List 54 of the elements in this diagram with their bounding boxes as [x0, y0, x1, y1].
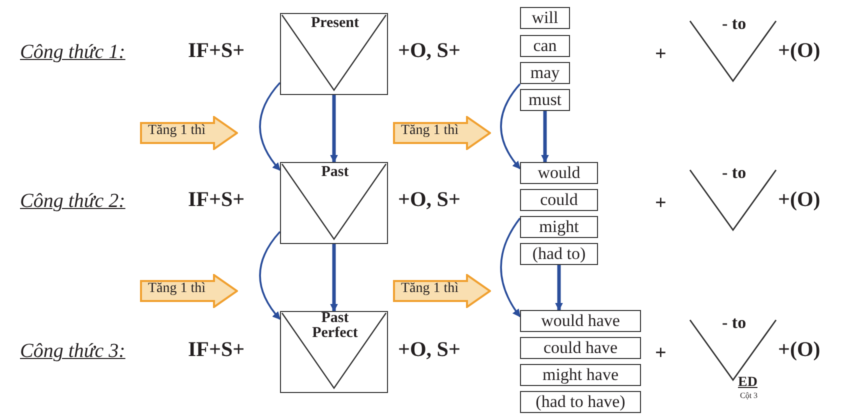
down-arrow [555, 265, 563, 311]
tense-shift-arrow [393, 274, 491, 308]
curved-arrow [500, 83, 521, 170]
tense-label: Present [310, 16, 360, 31]
tense-shift-arrow [140, 274, 238, 308]
curved-arrow [259, 82, 281, 171]
modal-verb-box: must [520, 89, 570, 111]
down-arrow [330, 95, 338, 163]
verb-form-text: - to [722, 164, 746, 183]
arrow-text: Tăng 1 thì [401, 281, 459, 297]
modal-verb-box: might [520, 216, 598, 238]
curved-arrow [500, 218, 521, 318]
tense-box [280, 311, 388, 393]
plus-sign: + [655, 192, 666, 214]
column-note: Cột 3 [740, 392, 758, 401]
modal-verb-box: could have [520, 337, 641, 359]
plus-sign: + [655, 342, 666, 364]
arrow-text: Tăng 1 thì [148, 281, 206, 297]
tense-label: Past Perfect [311, 311, 359, 341]
arrow-text: Tăng 1 thì [401, 123, 459, 139]
modal-verb-box: may [520, 62, 570, 84]
modal-verb-box: would [520, 162, 598, 184]
down-arrow [330, 244, 338, 312]
modal-verb-box: would have [520, 310, 641, 332]
object-text: +(O) [778, 188, 820, 212]
condition-text: IF+S+ [188, 338, 245, 362]
tense-shift-arrow [393, 116, 491, 150]
modal-verb-box: (had to) [520, 243, 598, 265]
condition-text: IF+S+ [188, 188, 245, 212]
clause-text: +O, S+ [398, 188, 460, 212]
clause-text: +O, S+ [398, 338, 460, 362]
verb-form-text: - to [722, 314, 746, 333]
modal-verb-box: can [520, 35, 570, 57]
object-text: +(O) [778, 338, 820, 362]
clause-text: +O, S+ [398, 39, 460, 62]
modal-verb-box: (had to have) [520, 391, 641, 413]
curved-arrow [259, 231, 281, 320]
modal-verb-box: might have [520, 364, 641, 386]
plus-sign: + [655, 43, 666, 65]
formula-label: Công thức 3: [20, 340, 126, 362]
modal-verb-box: could [520, 189, 598, 211]
verb-ending-text: ED [738, 375, 758, 390]
arrow-text: Tăng 1 thì [148, 123, 206, 139]
condition-text: IF+S+ [188, 39, 245, 62]
tense-label: Past [320, 165, 350, 180]
verb-form-text: - to [722, 15, 746, 34]
formula-label: Công thức 1: [20, 41, 126, 63]
tense-box [280, 13, 388, 95]
modal-verb-box: will [520, 7, 570, 29]
object-text: +(O) [778, 39, 820, 62]
down-arrow [541, 111, 549, 163]
tense-shift-arrow [140, 116, 238, 150]
tense-box [280, 162, 388, 244]
formula-label: Công thức 2: [20, 190, 126, 212]
